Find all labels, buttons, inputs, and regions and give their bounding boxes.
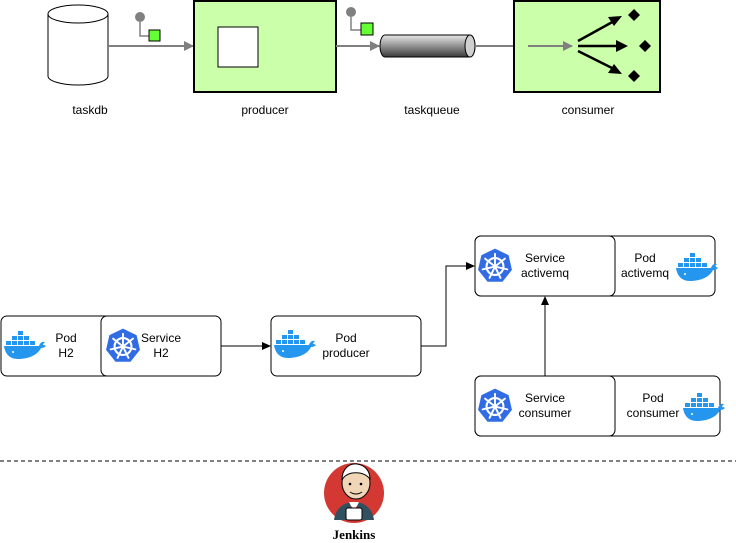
- pod-h2-label: Pod H2: [55, 331, 76, 361]
- producer-endpoint: [193, 0, 337, 93]
- competing-consumers-icon: [577, 9, 651, 82]
- pod-consumer-label-line1: Pod: [642, 391, 664, 405]
- jenkins-label: Jenkins: [332, 527, 376, 542]
- jenkins-butler-icon: [324, 463, 384, 523]
- service-activemq-label-line2: activemq: [520, 266, 570, 280]
- arrow-producer-to-activemq: [421, 262, 475, 347]
- consumer-label: consumer: [561, 103, 615, 117]
- taskqueue-label: taskqueue: [404, 103, 460, 117]
- pod-h2-label-line2: H2: [58, 346, 74, 360]
- channel-adapter-icon: [346, 7, 374, 36]
- database-icon: [47, 4, 109, 86]
- pod-producer-label-line2: producer: [322, 346, 370, 360]
- pipe-icon: [379, 34, 476, 58]
- pod-producer-label-line1: Pod: [335, 331, 357, 345]
- service-h2-label-line1: Service: [140, 331, 182, 345]
- service-activemq-label: Service activemq: [521, 251, 569, 281]
- service-activemq-label-line1: Service: [524, 251, 565, 265]
- pod-activemq-label-line1: Pod: [634, 251, 656, 265]
- pod-h2-label-line1: Pod: [55, 331, 77, 345]
- pod-consumer-label-line2: consumer: [626, 406, 680, 420]
- pod-producer-label: Pod producer: [322, 331, 369, 361]
- service-consumer-label-line2: consumer: [518, 406, 572, 420]
- taskdb-label: taskdb: [72, 103, 108, 117]
- service-h2-label: Service H2: [141, 331, 181, 361]
- pod-activemq-label-line2: activemq: [620, 266, 670, 280]
- channel-adapter-icon: [135, 12, 161, 42]
- producer-inner-square: [217, 26, 259, 68]
- pod-consumer-label: Pod consumer: [627, 391, 680, 421]
- producer-label: producer: [241, 103, 289, 117]
- service-consumer-label: Service consumer: [519, 391, 572, 421]
- service-consumer-label-line1: Service: [524, 391, 565, 405]
- service-h2-label-line2: H2: [153, 346, 169, 360]
- pod-activemq-label: Pod activemq: [621, 251, 669, 281]
